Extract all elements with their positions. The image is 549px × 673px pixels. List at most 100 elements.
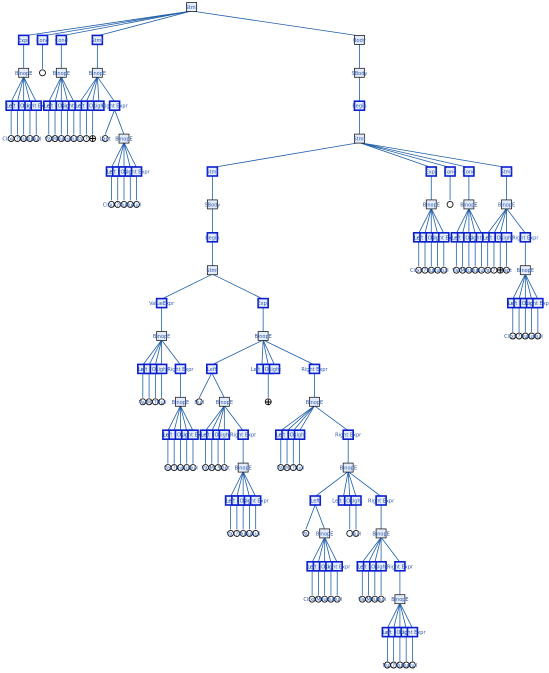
tree-edge (180, 405, 188, 431)
tree-edge (212, 142, 360, 168)
node-label: Null (295, 466, 305, 472)
node-label: ? (392, 663, 395, 669)
node-lapt: Lapt (219, 464, 230, 472)
node-right-expr: Right Expr (335, 429, 362, 441)
node-null: Null (188, 464, 198, 472)
node-cond: Cond (36, 34, 49, 46)
node-label: BinopE (115, 137, 132, 143)
node-label: ? (236, 531, 239, 537)
tree-edge (399, 603, 413, 629)
leaf-node-circle (39, 69, 46, 77)
node-label: Right (124, 170, 137, 176)
tree-edge (393, 603, 401, 629)
node-label: ClrxmL (504, 334, 522, 340)
node-binope: BinopE (216, 396, 233, 407)
node-label: BinopE (316, 531, 333, 537)
field-node-box (444, 166, 456, 177)
node-label: Right Expr (335, 433, 362, 439)
leaf-node-circle (89, 135, 97, 143)
tree-edge (242, 471, 257, 497)
node-label: Right Expr (431, 235, 458, 241)
node-label: Null (238, 531, 248, 537)
field-node-box (17, 34, 30, 46)
node-label: Cond (444, 170, 457, 176)
node-sbody: SBody (352, 67, 367, 78)
field-node-box (350, 495, 362, 506)
node-label: Op (177, 433, 184, 439)
node-label: ? (173, 466, 176, 472)
node-cond: Cond (462, 166, 475, 177)
tree-edge (359, 142, 507, 168)
node-label: Left (226, 499, 235, 505)
field-node-box (375, 495, 387, 506)
node-label: + (496, 266, 504, 276)
node-label: Op (240, 499, 247, 505)
node-label: Left (311, 499, 320, 505)
node-label: Left (452, 235, 461, 241)
node-binope: BinopE (153, 331, 170, 341)
field-node-box (155, 363, 168, 375)
type-node-box (156, 331, 168, 341)
tree-edge (154, 339, 163, 365)
node-label: Left (483, 235, 492, 241)
node-binope: BinopE (316, 528, 333, 539)
node-label: ? (292, 466, 295, 472)
field-node-box (55, 34, 68, 46)
node-label: ValueExpr (149, 301, 175, 307)
node-label: Var (484, 268, 493, 274)
node-null: Null (464, 266, 474, 274)
type-node-box (463, 199, 475, 210)
node-label: Right Expr (102, 104, 129, 110)
node-right: Right (293, 429, 306, 441)
node-label: Null (326, 597, 336, 603)
leaf-node-circle (440, 266, 448, 274)
node-label: Left (207, 367, 216, 373)
node-label: BinopE (423, 202, 440, 208)
tree-edge (54, 76, 62, 102)
tree-edge (262, 339, 315, 366)
node-m: M (283, 464, 291, 472)
node-null: Null (408, 661, 417, 669)
node-label: Null (251, 531, 261, 537)
node-null: Null (351, 529, 361, 537)
node-label: Right Expr (468, 235, 495, 241)
type-node-box (354, 67, 365, 78)
node-right: Right (92, 100, 106, 111)
node-var: Var (76, 135, 85, 143)
tree-edge (387, 603, 401, 629)
node-right-expr: Right Expr (301, 363, 328, 375)
field-node-box (406, 626, 419, 638)
tree-edge (343, 471, 349, 497)
leaf-node-circle (409, 661, 416, 669)
leaf-node-circle (264, 398, 272, 406)
node-m: M (208, 464, 216, 472)
node-label: Left (107, 170, 116, 176)
tree-edge (60, 76, 68, 102)
type-node-box (206, 199, 218, 210)
tree-edge (205, 405, 225, 431)
node-cond: Cond (444, 166, 457, 177)
node-label: M (53, 137, 57, 143)
field-node-box (375, 560, 387, 572)
node-label: BinopE (372, 531, 389, 537)
node-right-expr: Right Expr (102, 100, 129, 111)
tree-edge (48, 76, 62, 102)
node-label: Left (138, 367, 147, 373)
node-right: Right (218, 429, 231, 441)
node-label: Op (428, 235, 435, 241)
node-label: Var (277, 466, 286, 472)
node-label: Op (371, 564, 378, 570)
tree-edge (493, 208, 507, 234)
node-label: Op (215, 433, 222, 439)
node-null: Null (477, 266, 486, 274)
field-node-box (206, 166, 219, 177)
tree-edge (173, 405, 181, 431)
node-right-expr: Right Expr (123, 166, 151, 177)
node-label: Op (522, 301, 529, 307)
node-label: Null (426, 268, 436, 274)
tree-edge (236, 471, 244, 497)
node-label: M (366, 597, 370, 603)
node-label: Op (321, 564, 328, 570)
tree-edge (380, 537, 401, 563)
tree-edge (262, 339, 269, 365)
